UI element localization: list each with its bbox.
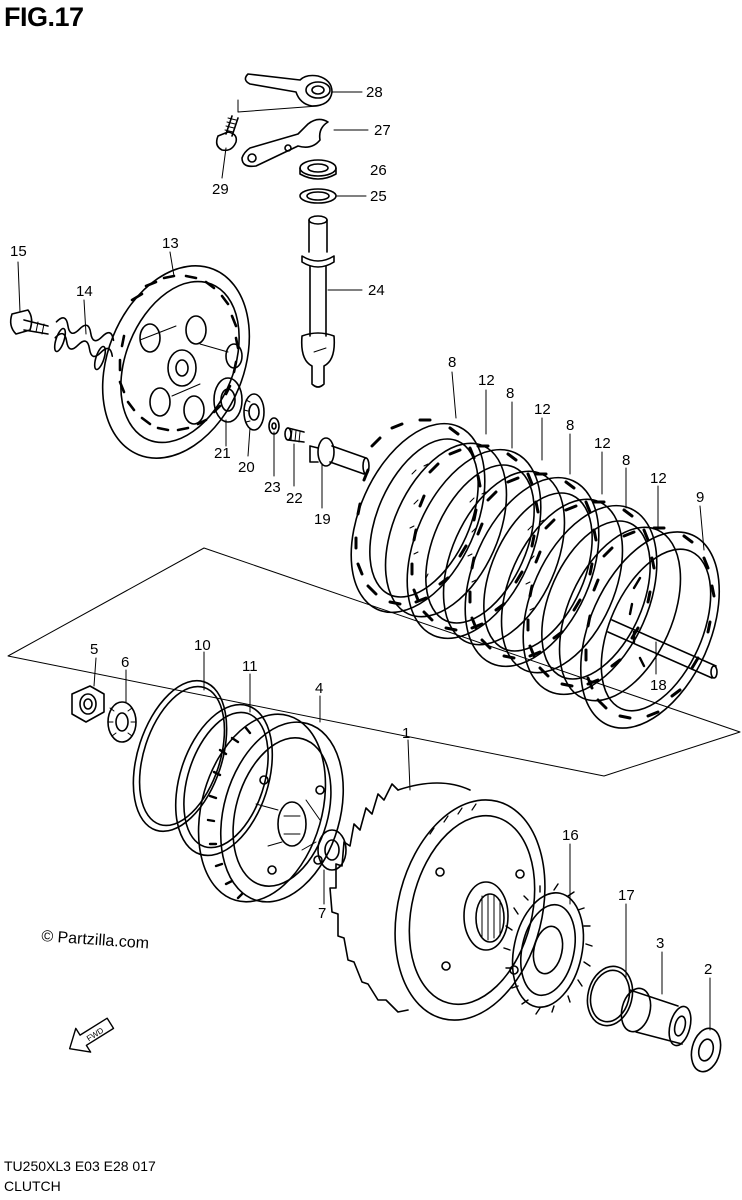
callout-12-d: 12 [650,470,667,487]
driven-plate-part-12-d [558,526,682,702]
bearing-part-20 [243,393,265,431]
release-arm-part-28 [244,73,333,107]
bolt-part-29 [215,115,239,152]
snap-ring-part-10 [132,679,228,833]
assembly-bracket [7,547,741,777]
figure-caption: CLUTCH [4,1178,61,1194]
callout-23: 23 [264,479,281,496]
callout-28: 28 [366,84,383,101]
callout-8-c: 8 [566,417,574,434]
drive-plate-part-9 [579,526,721,729]
drive-plate-part-8-b [406,444,542,640]
callout-8-d: 8 [622,452,630,469]
bearing-part-26 [299,159,337,180]
washer-part-25 [299,188,337,204]
nut-part-5 [71,685,105,723]
primary-gear-part-16 [503,883,593,1015]
callout-12-a: 12 [478,372,495,389]
callout-2: 2 [704,961,712,978]
callout-24: 24 [368,282,385,299]
callout-13: 13 [162,235,179,252]
pressure-plate-part-13 [101,265,251,459]
callout-22: 22 [286,490,303,507]
washer-part-2 [690,1027,722,1073]
bolt-part-15 [9,309,49,335]
o-ring-part-17 [586,965,634,1027]
callout-labels: 28 27 26 25 29 24 15 14 13 21 20 23 22 1… [10,84,712,978]
callout-4: 4 [315,680,323,697]
cushion-ring-part-11 [174,703,274,857]
clutch-hub-part-4 [197,713,345,903]
push-rod-part-19 [309,437,370,475]
callout-29: 29 [212,181,229,198]
callout-19: 19 [314,511,331,528]
drive-plate-part-8-c [464,472,600,668]
pin-part-22 [284,427,305,443]
callout-16: 16 [562,827,579,844]
model-code: TU250XL3 E03 E28 017 [4,1158,156,1174]
figure-title: FIG.17 [4,2,84,32]
callout-18: 18 [650,677,667,694]
release-arm-part-27 [241,118,329,168]
leader-lines [17,91,711,1031]
callout-27: 27 [374,122,391,139]
callout-8-a: 8 [448,354,456,371]
spring-part-14 [53,317,115,371]
callout-26: 26 [370,162,387,179]
callout-7: 7 [318,905,326,922]
callout-5: 5 [90,641,98,658]
callout-3: 3 [656,935,664,952]
spacer-part-3 [620,987,692,1047]
lock-washer-part-6 [107,701,137,743]
callout-14: 14 [76,283,93,300]
clutch-housing-part-1 [329,782,546,1021]
leader-bracket [237,99,319,113]
callout-10: 10 [194,637,211,654]
clutch-plate-stack [350,418,721,729]
callout-17: 17 [618,887,635,904]
washer-part-21 [213,377,243,423]
callout-20: 20 [238,459,255,476]
callout-9: 9 [696,489,704,506]
callout-12-b: 12 [534,401,551,418]
callout-25: 25 [370,188,387,205]
callout-8-b: 8 [506,385,514,402]
callout-1: 1 [402,725,410,742]
washer-part-7 [317,829,347,871]
release-shaft-part-24 [300,215,336,388]
shaft-part-18 [607,619,718,679]
callout-15: 15 [10,243,27,260]
callout-12-c: 12 [594,435,611,452]
forward-arrow-icon: FWD [68,1017,115,1053]
callout-6: 6 [121,654,129,671]
callout-21: 21 [214,445,231,462]
callout-11: 11 [242,658,258,675]
